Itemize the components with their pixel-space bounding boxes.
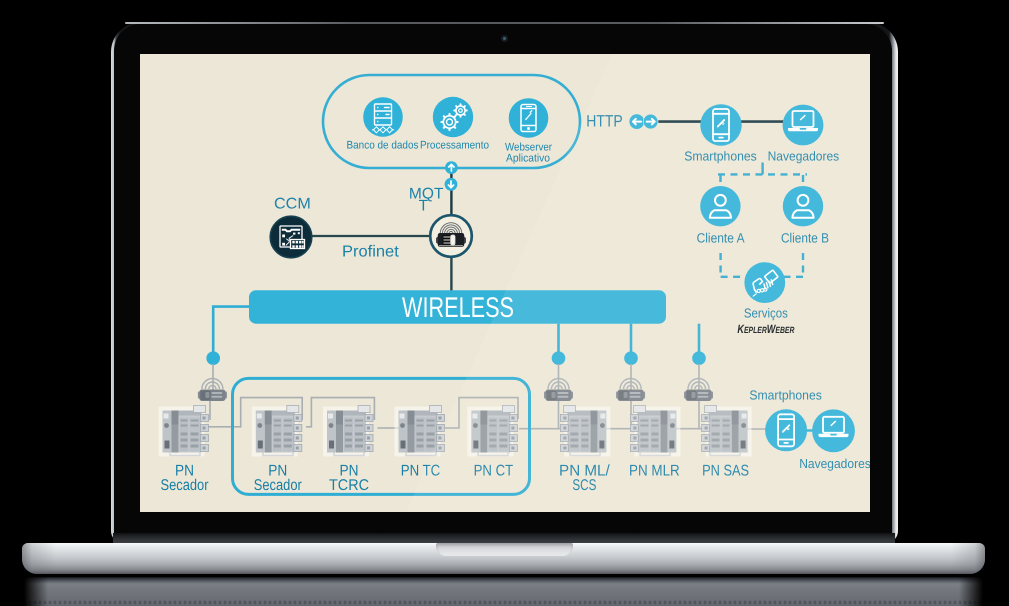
svg-text:PN MLR: PN MLR [629, 463, 680, 480]
svg-text:Cliente A: Cliente A [697, 231, 745, 246]
svg-text:Smartphones: Smartphones [749, 387, 822, 402]
svg-text:Smartphones: Smartphones [684, 149, 757, 164]
svg-text:PN: PN [175, 463, 194, 480]
svg-text:Banco de dados: Banco de dados [347, 139, 419, 151]
svg-text:Secador: Secador [161, 477, 209, 494]
svg-text:TCRC: TCRC [329, 477, 369, 494]
svg-text:WIRELESS: WIRELESS [402, 292, 514, 324]
svg-text:PN: PN [268, 463, 287, 480]
svg-text:Aplicativo: Aplicativo [506, 152, 550, 164]
svg-text:Cliente B: Cliente B [781, 231, 829, 246]
svg-text:PN TC: PN TC [401, 463, 441, 480]
svg-text:Serviços: Serviços [744, 305, 788, 320]
svg-text:Navegadores: Navegadores [799, 456, 870, 471]
svg-text:Secador: Secador [254, 477, 302, 494]
svg-text:Navegadores: Navegadores [768, 149, 840, 164]
svg-text:PN CT: PN CT [474, 463, 514, 480]
svg-text:SCS: SCS [572, 477, 596, 494]
svg-text:KEPLERWEBER: KEPLERWEBER [737, 322, 794, 336]
svg-text:PN: PN [340, 463, 359, 480]
svg-text:MQT: MQT [409, 185, 444, 202]
svg-text:Processamento: Processamento [420, 139, 489, 151]
svg-text:Webserver: Webserver [505, 142, 552, 154]
svg-text:PN ML/: PN ML/ [559, 463, 610, 480]
svg-text:Profinet: Profinet [342, 243, 399, 260]
svg-text:PN SAS: PN SAS [702, 463, 749, 480]
svg-text:CCM: CCM [274, 195, 311, 212]
svg-text:T: T [419, 198, 429, 215]
svg-text:HTTP: HTTP [586, 112, 623, 130]
